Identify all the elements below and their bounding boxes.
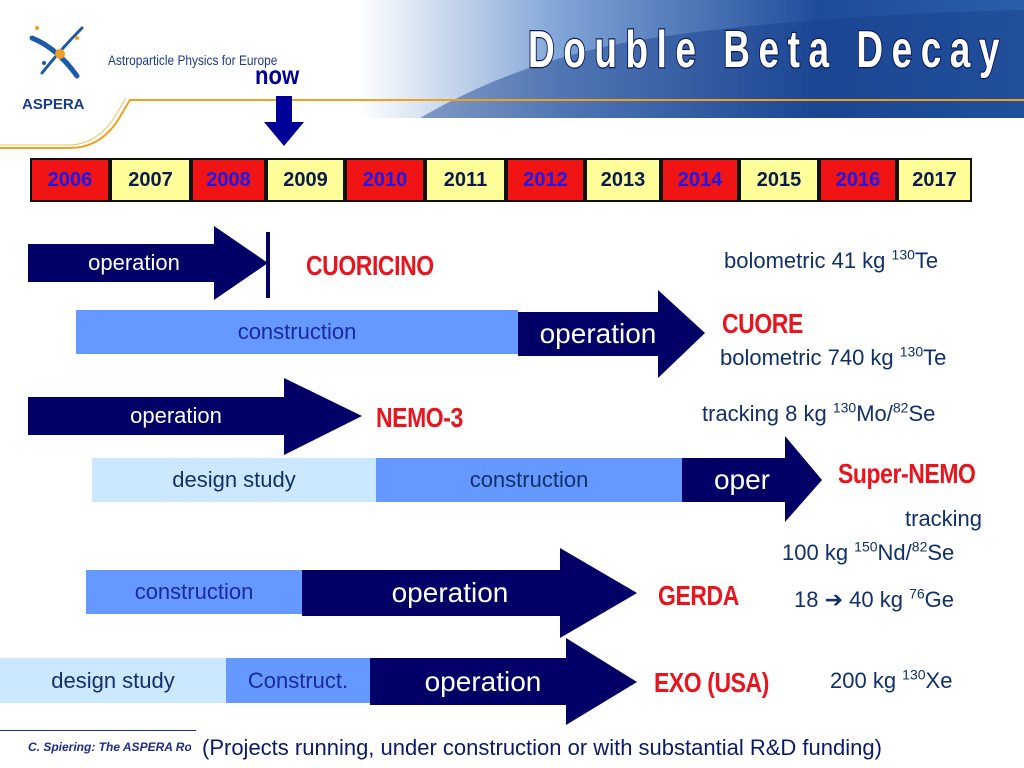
year-cell-2006: 2006	[30, 158, 110, 202]
nemo3-isotope2-mass: 82	[892, 399, 909, 416]
now-arrow-icon	[262, 96, 306, 153]
year-cell-2017: 2017	[897, 158, 972, 202]
cuore-construction-bar	[76, 310, 518, 354]
gerda-detail: 18 ➔ 40 kg 76Ge	[794, 587, 954, 613]
gerda-isotope: Ge	[924, 587, 954, 612]
cuoricino-detail-text: bolometric 41 kg	[724, 248, 892, 273]
supernemo-design-label: design study	[172, 467, 296, 492]
supernemo-construction-label: construction	[469, 467, 589, 492]
gerda-isotope-mass: 76	[909, 585, 925, 602]
exo-operation-arrow	[370, 638, 637, 725]
cuoricino-isotope: Te	[914, 248, 939, 273]
cuore-isotope: Te	[923, 345, 947, 370]
exo-name: EXO (USA)	[654, 667, 769, 698]
cuore-operation-arrow	[518, 290, 705, 378]
year-cell-2012: 2012	[506, 158, 585, 202]
exo-design-bar	[0, 658, 226, 703]
footer-divider	[0, 730, 196, 731]
gerda-detail-text: 18 ➔ 40 kg	[794, 587, 910, 612]
exo-isotope: Xe	[925, 668, 953, 693]
nemo3-operation-arrow	[28, 378, 362, 455]
footer-note: (Projects running, under construction or…	[202, 735, 882, 760]
nemo3-isotope1: Mo/	[856, 401, 893, 426]
cuoricino-isotope-mass: 130	[891, 246, 915, 263]
cuore-detail-text: bolometric 740 kg	[720, 345, 900, 370]
year-cell-2009: 2009	[266, 158, 345, 202]
nemo3-detail-text: tracking 8 kg	[702, 401, 833, 426]
gerda-construction-label: construction	[134, 579, 254, 604]
gerda-construction-bar	[86, 570, 302, 614]
nemo3-operation-label: operation	[130, 403, 222, 428]
exo-design-label: design study	[51, 667, 175, 693]
cuoricino-detail: bolometric 41 kg 130Te	[724, 248, 938, 274]
year-cell-2010: 2010	[345, 158, 425, 202]
supernemo-operation-label: oper	[713, 464, 771, 495]
exo-isotope-mass: 130	[902, 666, 926, 683]
year-cell-2007: 2007	[110, 158, 191, 202]
nemo3-isotope2: Se	[908, 401, 936, 426]
cuoricino-operation-label: operation	[88, 250, 180, 275]
cuoricino-operation-arrow	[28, 226, 268, 300]
cuore-construction-label: construction	[237, 319, 357, 344]
cuoricino-name: CUORICINO	[306, 250, 434, 281]
supernemo-isotope2: Se	[927, 540, 955, 565]
year-cell-2015: 2015	[739, 158, 819, 202]
header-background-graphic	[0, 0, 1024, 149]
page-title-graphic: Double Beta Decay	[520, 12, 1020, 82]
aspera-star-icon	[29, 26, 84, 79]
supernemo-construction-bar	[376, 458, 682, 502]
supernemo-detail-line1: tracking	[905, 506, 983, 531]
supernemo-design-bar	[92, 458, 376, 502]
cuore-operation-label: operation	[539, 318, 657, 349]
footer-author: C. Spiering: The ASPERA Roadmap	[28, 740, 191, 754]
nemo3-isotope1-mass: 130	[832, 399, 857, 416]
exo-detail: 200 kg 130Xe	[830, 668, 952, 694]
cuore-name: CUORE	[722, 308, 803, 339]
org-tagline: Astroparticle Physics for Europe	[108, 52, 278, 68]
aspera-logo-text: ASPERA	[22, 96, 85, 113]
gerda-operation-label: operation	[391, 577, 509, 608]
year-cell-2008: 2008	[191, 158, 266, 202]
header-banner	[0, 0, 1024, 150]
page-title: Double Beta Decay	[528, 21, 1008, 79]
supernemo-operation-arrow	[682, 436, 822, 522]
supernemo-detail: 100 kg 150Nd/82Se	[782, 540, 954, 566]
exo-operation-label: operation	[424, 665, 542, 697]
exo-construction-bar	[226, 658, 370, 703]
page-title-svg: Double Beta Decay	[527, 20, 1008, 81]
year-cell-2011: 2011	[425, 158, 506, 202]
supernemo-isotope1: Nd/	[877, 540, 912, 565]
supernemo-isotope2-mass: 82	[911, 538, 928, 555]
exo-construction-label: Construct.	[247, 667, 349, 693]
year-cell-2013: 2013	[585, 158, 661, 202]
exo-detail-text: 200 kg	[830, 668, 903, 693]
now-label: now	[255, 60, 300, 90]
supernemo-detail-text: 100 kg	[782, 540, 855, 565]
gerda-name: GERDA	[658, 580, 739, 611]
aspera-logo	[22, 18, 92, 88]
cuore-detail: bolometric 740 kg 130Te	[720, 345, 946, 371]
year-cell-2014: 2014	[661, 158, 739, 202]
cuore-isotope-mass: 130	[899, 343, 924, 360]
nemo3-detail: tracking 8 kg 130Mo/82Se	[702, 401, 935, 427]
supernemo-name: Super-NEMO	[838, 458, 976, 489]
gerda-operation-arrow	[302, 548, 637, 638]
supernemo-isotope1-mass: 150	[854, 538, 878, 555]
year-cell-2016: 2016	[819, 158, 897, 202]
nemo3-name: NEMO-3	[376, 402, 463, 433]
